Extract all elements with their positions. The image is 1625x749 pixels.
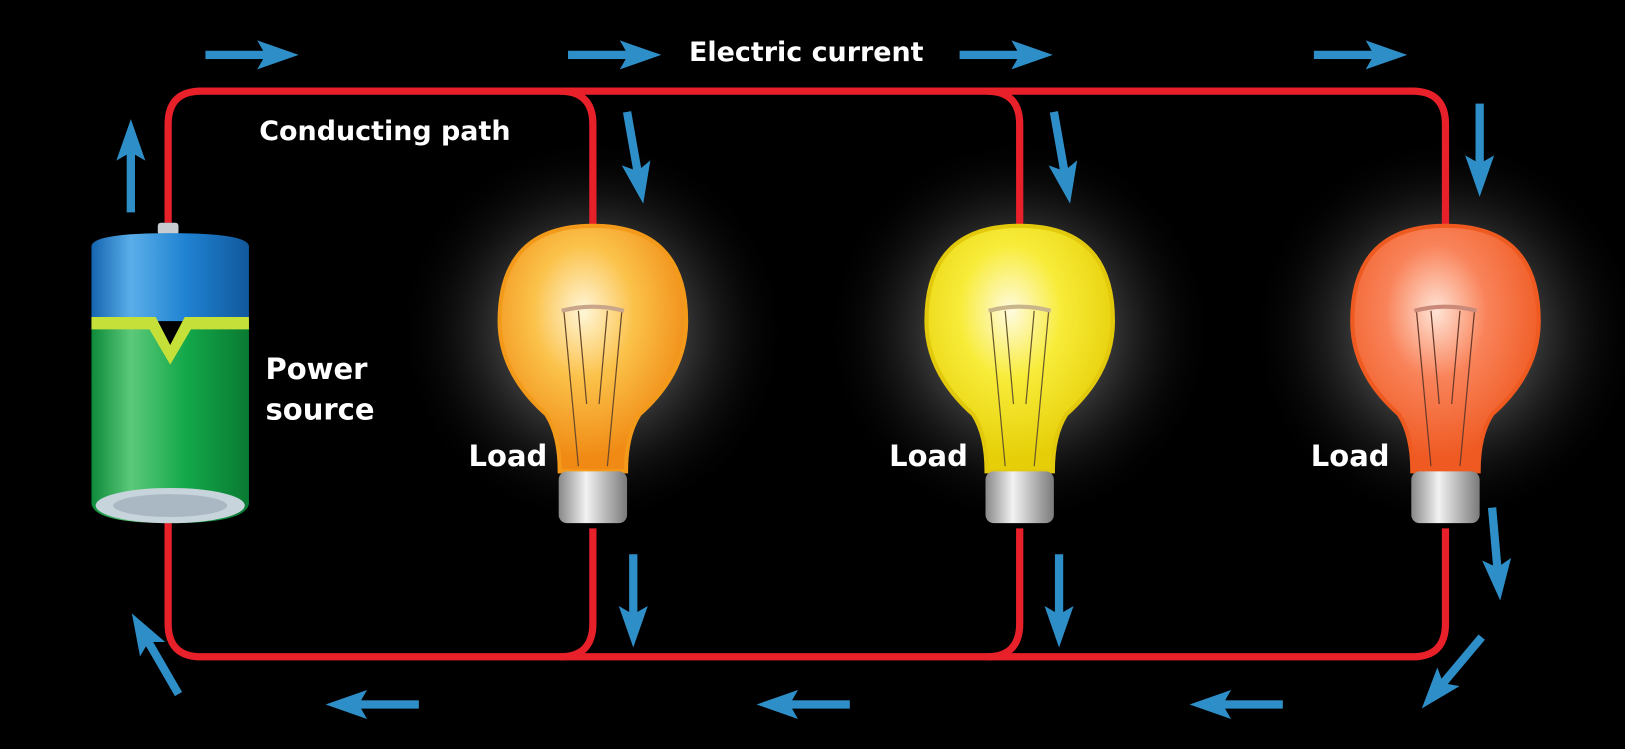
label-power-source-line1: Power — [266, 352, 369, 386]
conducting-path — [164, 87, 1450, 661]
label-load-3: Load — [1311, 439, 1390, 473]
label-load-2: Load — [889, 439, 968, 473]
label-electric-current: Electric current — [689, 37, 924, 68]
label-power-source-line2: source — [266, 393, 375, 427]
bulb-icon-2 — [924, 223, 1116, 524]
bulb-icon-3 — [1350, 223, 1541, 524]
label-conducting-path: Conducting path — [259, 116, 510, 147]
label-load-1: Load — [469, 439, 548, 473]
bulb-icon-1 — [497, 223, 689, 524]
battery-icon — [91, 222, 249, 524]
